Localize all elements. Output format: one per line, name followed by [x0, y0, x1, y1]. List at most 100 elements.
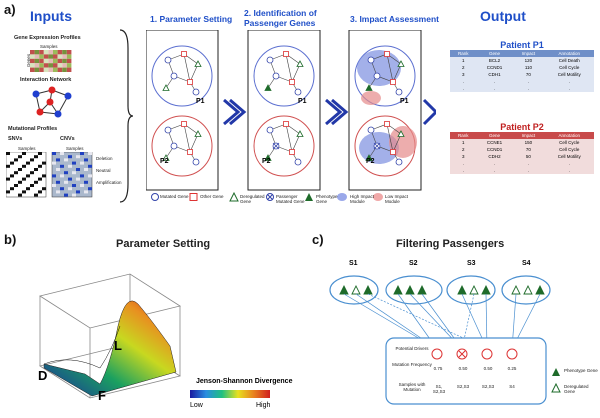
other-gene-node [384, 121, 390, 127]
mutated-gene-node [164, 126, 172, 134]
snv-cell [38, 177, 42, 181]
table-cell: CCND1 [476, 146, 513, 153]
network-edge [189, 63, 199, 83]
network-edge [183, 53, 191, 83]
heatmap-cell [34, 58, 40, 64]
deregulated-gene-node [296, 130, 304, 137]
heatmap-cell [39, 63, 44, 68]
table-cell: 110 [512, 64, 545, 71]
heatmap-cell [30, 58, 35, 64]
jsd-surface-plot [38, 273, 182, 399]
snv-cell [22, 177, 26, 181]
snv-cell [18, 193, 22, 197]
mutated-gene-node [192, 88, 200, 96]
heatmap-cell [39, 50, 44, 55]
snv-cell [14, 158, 18, 162]
heatmap-cell [48, 67, 53, 72]
axis-label-f: F [98, 388, 106, 403]
colorbar-title: Jenson-Shannon Divergence [196, 378, 293, 385]
table-cell: . [476, 85, 513, 92]
heatmap-cell [30, 67, 35, 72]
output-title: Output [480, 8, 526, 24]
heatmap-cell [53, 54, 58, 59]
snv-cell [10, 174, 14, 178]
patient2-title: Patient P2 [500, 122, 544, 132]
cnv-cell [52, 152, 56, 155]
cnv-cell [76, 168, 80, 171]
heatmap-cell [48, 54, 53, 59]
table-cell: CDH2 [476, 153, 513, 160]
table-cell: BCL2 [476, 57, 513, 64]
gene-expression-label: Gene Expression Profiles [14, 35, 81, 41]
snv-cell [6, 190, 10, 194]
heatmap-cell [48, 50, 53, 55]
snv-cell [42, 187, 46, 191]
cnv-cell [60, 164, 64, 168]
cnv-cell [72, 193, 76, 197]
mutated-gene-node [170, 72, 178, 80]
freq-2: 0.50 [458, 366, 468, 371]
panel-b-letter: b) [4, 232, 17, 247]
heatmap-cell [62, 67, 67, 72]
cnv-cell [68, 177, 72, 181]
other-gene-node [289, 79, 295, 85]
step3-p2-label: P2 [366, 158, 375, 165]
cnv-cell [88, 164, 92, 168]
heatmap-cell [48, 58, 53, 64]
heatmap-cell [34, 67, 40, 72]
legend-c-deregulated: Deregulated Gene [564, 384, 589, 394]
network-edge [386, 123, 394, 153]
table-cell: . [512, 160, 545, 167]
snv-cell [30, 184, 34, 187]
mutated-gene-node [367, 126, 375, 134]
network-edge [386, 53, 394, 83]
patient2-header-1: Gene [476, 132, 513, 139]
interaction-network-graphic [32, 86, 72, 118]
table-cell: 2 [450, 146, 477, 153]
snv-cell [26, 187, 30, 191]
table-cell: . [476, 167, 513, 174]
legend-c-phenotype: Phenotype Gene [564, 368, 598, 373]
heatmap-cell [39, 58, 44, 64]
table-cell: Cell Motility [544, 71, 594, 78]
step2-p1-label: P1 [298, 98, 307, 105]
deregulated-gene-node [162, 154, 170, 161]
table-cell: . [450, 167, 477, 174]
mutation-matrices [6, 152, 93, 198]
network-edge [189, 133, 199, 153]
potential-driver-node [506, 348, 518, 360]
heatmap-cell [57, 54, 63, 59]
snv-cell [18, 155, 22, 159]
inputs-title: Inputs [30, 8, 72, 24]
other-gene-node [390, 149, 396, 155]
snv-cell [38, 190, 42, 194]
other-gene-node [181, 121, 187, 127]
interaction-network-label: Interaction Network [20, 77, 72, 83]
freq-3: 0.50 [483, 366, 493, 371]
snv-cell [6, 164, 10, 168]
deregulated-gene-node [264, 84, 272, 91]
patient1-header-1: Gene [476, 50, 513, 57]
patient2-header-0: Rank [450, 132, 477, 139]
heatmap-cell [43, 58, 49, 64]
deregulated-gene-node [365, 84, 373, 91]
table-cell: Cell Cycle [544, 146, 594, 153]
patient2-network [253, 115, 315, 177]
heatmap-cell [43, 67, 49, 72]
table-row: .... [450, 85, 594, 92]
freq-1: 0.75 [433, 366, 443, 371]
step1-p1-label: P1 [196, 98, 205, 105]
table-cell: . [512, 85, 545, 92]
table-cell: 120 [512, 57, 545, 64]
network-graph [264, 51, 304, 96]
table-cell: . [544, 78, 594, 85]
filtering-graphic [329, 275, 561, 405]
cnv-cell [60, 174, 64, 178]
deregulated-gene-node [264, 154, 272, 161]
cnv-cell [56, 190, 60, 194]
panel-c-title: Filtering Passengers [396, 238, 505, 250]
row-samples-with-mutation: Samples with Mutation [398, 382, 426, 392]
